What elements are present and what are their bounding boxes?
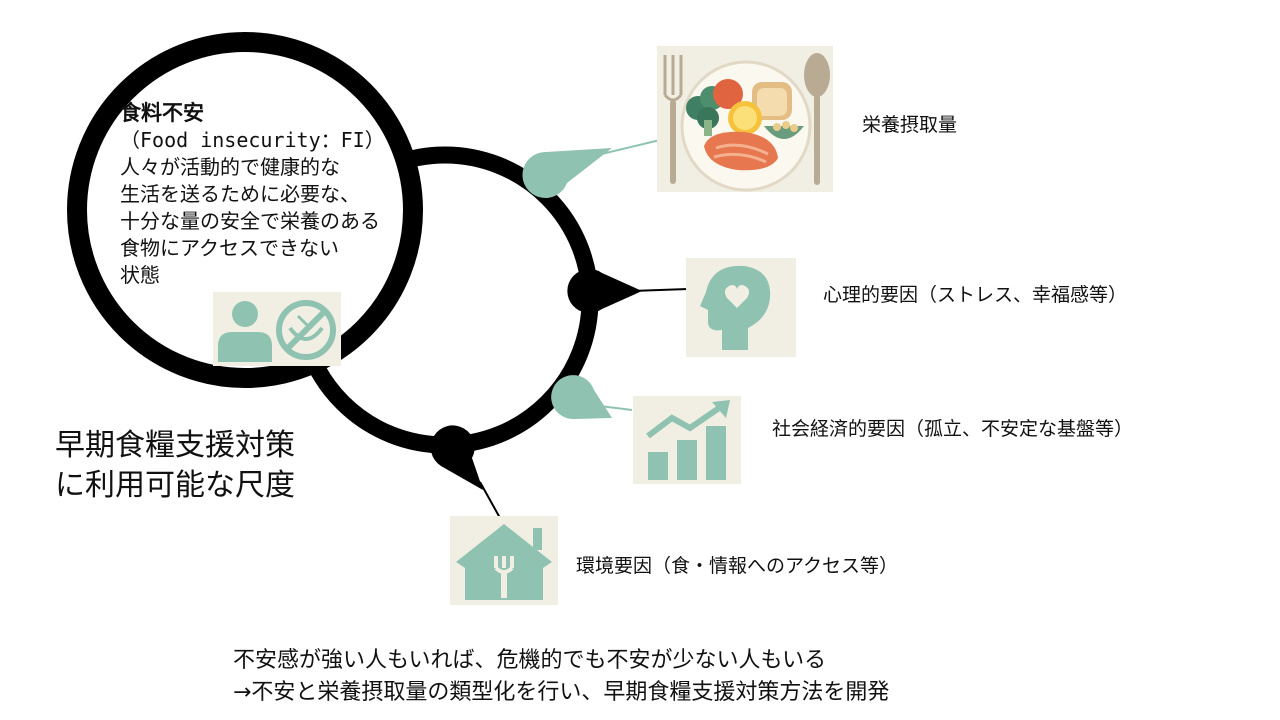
person-icon [218,301,272,362]
node-socio [551,375,612,420]
node-env [430,425,483,490]
bottom-note-line-1: 不安感が強い人もいれば、危機的でも不安が少ない人もいる [233,648,827,673]
connector-line-socio [599,405,633,411]
fi-definition-line-5: 状態 [120,263,160,287]
fi-definition-line-1: 人々が活動的で健康的な [120,155,340,179]
factor-label-nutrition: 栄養摂取量 [862,114,958,136]
fi-definition-line-4: 食物にアクセスできない [120,236,339,260]
no-food-icon [276,300,336,360]
side-title-line-1: 早期食糧支援対策 [55,428,295,463]
fi-definition-line-2: 生活を送るために必要な、 [120,182,360,206]
fi-definition: 食料不安 （Food insecurity：FI） 人々が活動的で健康的な 生活… [120,100,460,289]
side-title-line-2: に利用可能な尺度 [55,468,295,503]
bottom-note: 不安感が強い人もいれば、危機的でも不安が少ない人もいる →不安と栄養摂取量の類型… [233,645,889,709]
fi-title: 食料不安 [120,101,204,125]
side-title: 早期食糧支援対策 に利用可能な尺度 [55,426,295,506]
node-psych [567,269,642,313]
connector-line-env [479,481,501,519]
food-plate-icon [663,53,830,192]
house-fork-icon [456,524,552,600]
factor-label-env: 環境要因（食・情報へのアクセス等） [576,555,899,577]
factor-label-psych: 心理的要因（ストレス、幸福感等） [823,284,1128,306]
bottom-note-line-2: →不安と栄養摂取量の類型化を行い、早期食糧支援対策方法を開発 [233,680,890,705]
growth-chart-icon [646,400,730,480]
fi-english-term: （Food insecurity：FI） [120,128,385,152]
head-heart-icon [700,265,771,350]
fi-definition-line-3: 十分な量の安全で栄養のある [120,209,380,233]
node-nutrition [522,148,612,198]
factor-label-socio: 社会経済的要因（孤立、不安定な基盤等） [772,418,1134,440]
